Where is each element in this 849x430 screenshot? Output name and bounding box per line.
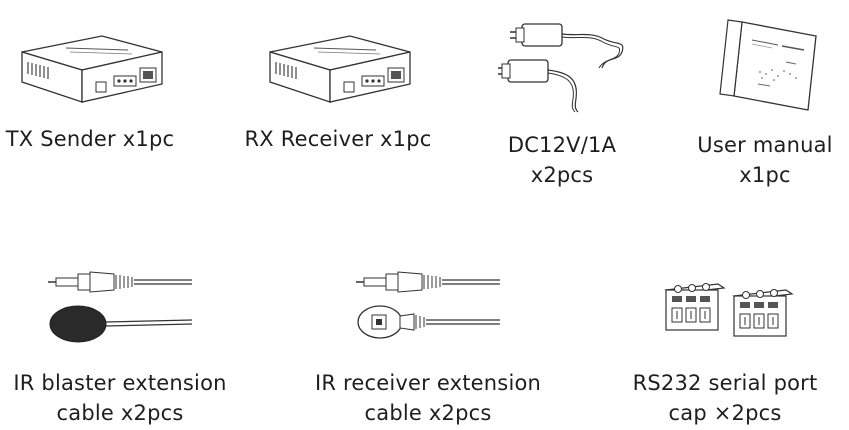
item-label-tx-sender: TX Sender x1pc — [5, 127, 175, 151]
item-label-ir-receiver-cable: IR receiver extension cable x2pcs — [314, 371, 542, 425]
item-label-power-adapter: DC12V/1A x2pcs — [507, 133, 617, 187]
tx-sender-device-icon — [14, 30, 166, 108]
ir-blaster-cable-icon — [44, 262, 194, 346]
ir-receiver-cable-icon — [352, 262, 502, 346]
item-label-user-manual: User manual x1pc — [697, 133, 833, 187]
manual-booklet-icon — [712, 14, 822, 114]
item-label-rx-receiver: RX Receiver x1pc — [244, 127, 432, 151]
rx-receiver-device-icon — [262, 30, 414, 108]
terminal-block-icon — [662, 272, 802, 342]
item-label-ir-blaster-cable: IR blaster extension cable x2pcs — [13, 371, 227, 425]
power-adapter-icon — [498, 18, 638, 116]
item-label-rs232-cap: RS232 serial port cap ×2pcs — [632, 371, 818, 425]
